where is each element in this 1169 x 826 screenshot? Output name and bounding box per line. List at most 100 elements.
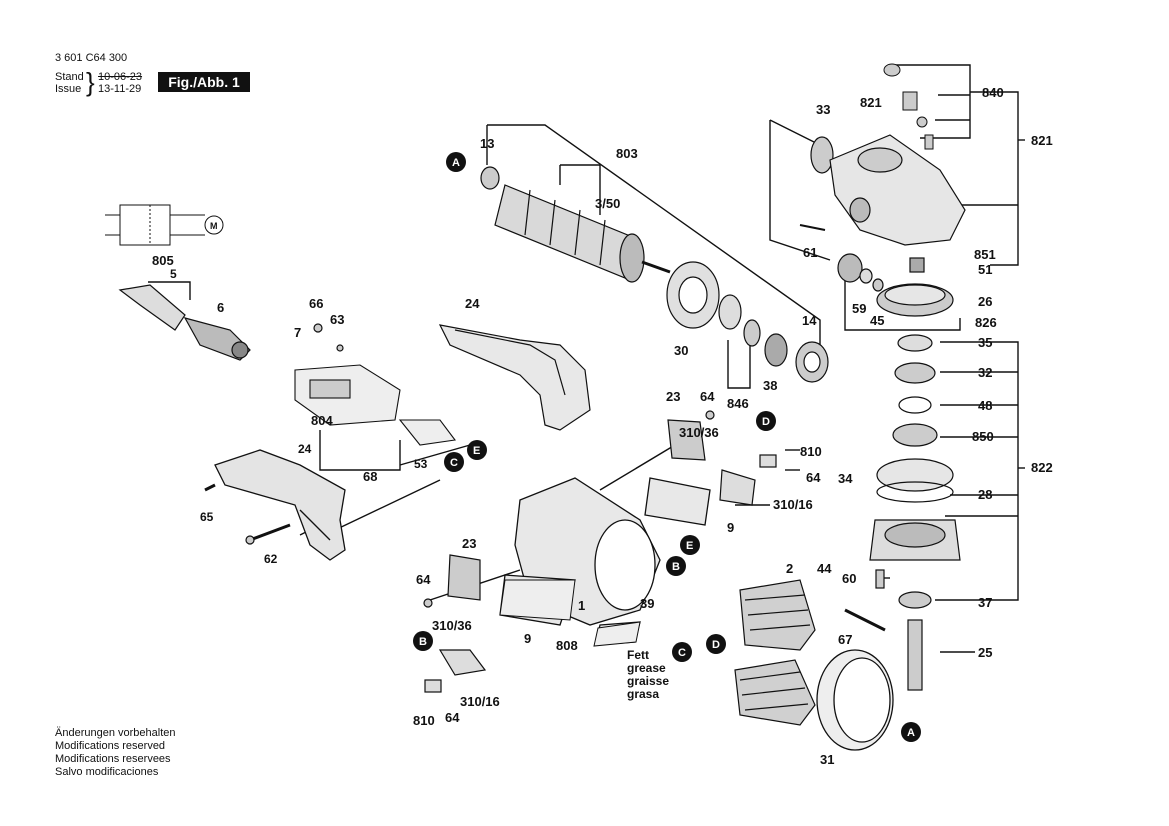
label-65: 65 bbox=[200, 510, 214, 524]
callout-e-top: E bbox=[467, 440, 487, 460]
handle-bottom bbox=[214, 449, 346, 561]
stand-date: 10-06-23 bbox=[98, 71, 143, 83]
label-5: 5 bbox=[170, 267, 177, 281]
armature bbox=[494, 184, 671, 283]
label-28: 28 bbox=[978, 487, 992, 502]
leader-840 bbox=[893, 64, 971, 139]
svg-text:B: B bbox=[672, 561, 680, 573]
screws bbox=[204, 224, 886, 632]
label-35: 35 bbox=[978, 335, 992, 350]
label-23-bottom: 23 bbox=[462, 536, 476, 551]
label-9-right: 9 bbox=[727, 520, 734, 535]
svg-text:grasa: grasa bbox=[627, 687, 659, 701]
svg-text:C: C bbox=[678, 647, 686, 659]
label-1: 1 bbox=[578, 598, 585, 613]
label-7: 7 bbox=[294, 325, 301, 340]
label-24-bottom: 24 bbox=[298, 442, 312, 456]
svg-text:E: E bbox=[686, 540, 693, 552]
label-44: 44 bbox=[817, 561, 832, 576]
label-846: 846 bbox=[727, 396, 749, 411]
label-53: 53 bbox=[414, 457, 428, 471]
part-number: 3 601 C64 300 bbox=[55, 52, 128, 64]
callout-d-top: D bbox=[756, 411, 776, 431]
callout-d-mid: D bbox=[706, 634, 726, 654]
label-810-a: 810 bbox=[800, 444, 822, 459]
label-6: 6 bbox=[217, 300, 224, 315]
label-66: 66 bbox=[309, 296, 323, 311]
label-67: 67 bbox=[838, 632, 852, 647]
note-fr: Modifications reservees bbox=[55, 753, 171, 765]
brace: } bbox=[86, 67, 95, 97]
label-64-c: 64 bbox=[416, 572, 431, 587]
label-68: 68 bbox=[363, 469, 377, 484]
bracket-803 bbox=[487, 124, 821, 345]
gear-stack bbox=[837, 253, 961, 691]
svg-text:E: E bbox=[473, 445, 480, 457]
label-60: 60 bbox=[842, 571, 856, 586]
label-850: 850 bbox=[972, 429, 994, 444]
svg-text:A: A bbox=[452, 157, 460, 169]
note-de: Änderungen vorbehalten bbox=[55, 727, 176, 739]
label-821-inner: 821 bbox=[860, 95, 882, 110]
grease-label: Fett grease graisse grasa bbox=[627, 648, 669, 701]
label-310-36-a: 310/36 bbox=[679, 425, 719, 440]
bracket-821 bbox=[970, 91, 1019, 266]
label-822: 822 bbox=[1031, 460, 1053, 475]
label-821-outer: 821 bbox=[1031, 133, 1053, 148]
label-64-d: 64 bbox=[445, 710, 460, 725]
note-en: Modifications reserved bbox=[55, 740, 166, 752]
label-14: 14 bbox=[802, 313, 817, 328]
label-9-left: 9 bbox=[524, 631, 531, 646]
gear-housing bbox=[829, 134, 966, 246]
svg-text:graisse: graisse bbox=[627, 674, 669, 688]
label-25: 25 bbox=[978, 645, 992, 660]
callout-b-mid: B bbox=[666, 556, 686, 576]
stand-label: Stand bbox=[55, 71, 84, 83]
label-808: 808 bbox=[556, 638, 578, 653]
label-2: 2 bbox=[786, 561, 793, 576]
label-30: 30 bbox=[674, 343, 688, 358]
label-3-50: 3/50 bbox=[595, 196, 620, 211]
bracket-826 bbox=[844, 265, 961, 331]
label-310-36-b: 310/36 bbox=[432, 618, 472, 633]
label-23-top: 23 bbox=[666, 389, 680, 404]
svg-text:grease: grease bbox=[627, 661, 666, 675]
issue-date: 13-11-29 bbox=[98, 83, 142, 95]
label-45: 45 bbox=[870, 313, 884, 328]
callout-c-top: C bbox=[444, 452, 464, 472]
bracket-822 bbox=[935, 341, 1019, 601]
label-32: 32 bbox=[978, 365, 992, 380]
part-labels: 13 803 3/50 805 5 6 66 7 63 24 804 24 68… bbox=[152, 85, 1053, 767]
spindle-lock bbox=[883, 63, 934, 150]
label-310-16-a: 310/16 bbox=[773, 497, 813, 512]
label-51: 51 bbox=[978, 262, 992, 277]
label-61: 61 bbox=[803, 245, 817, 260]
label-810-b: 810 bbox=[413, 713, 435, 728]
label-37: 37 bbox=[978, 595, 992, 610]
svg-text:Fett: Fett bbox=[627, 648, 649, 662]
label-64-a: 64 bbox=[700, 389, 715, 404]
bearings bbox=[480, 136, 834, 383]
fan-ring bbox=[816, 649, 894, 751]
label-33: 33 bbox=[816, 102, 830, 117]
label-38: 38 bbox=[763, 378, 777, 393]
issue-label: Issue bbox=[55, 83, 82, 95]
label-851: 851 bbox=[974, 247, 996, 262]
brush-holder bbox=[424, 419, 777, 693]
field-coil bbox=[734, 579, 816, 726]
label-63: 63 bbox=[330, 312, 344, 327]
label-34: 34 bbox=[838, 471, 853, 486]
label-803: 803 bbox=[616, 146, 638, 161]
label-840: 840 bbox=[982, 85, 1004, 100]
label-804: 804 bbox=[311, 413, 333, 428]
label-26: 26 bbox=[978, 294, 992, 309]
note-es: Salvo modificaciones bbox=[55, 766, 159, 778]
label-59: 59 bbox=[852, 301, 866, 316]
figure-badge: Fig./Abb. 1 bbox=[158, 72, 250, 92]
label-62: 62 bbox=[264, 552, 278, 566]
label-39: 39 bbox=[640, 596, 654, 611]
svg-text:M: M bbox=[210, 221, 218, 231]
label-310-16-b: 310/16 bbox=[460, 694, 500, 709]
callout-markers: A D E C E B D C B A bbox=[413, 152, 921, 742]
